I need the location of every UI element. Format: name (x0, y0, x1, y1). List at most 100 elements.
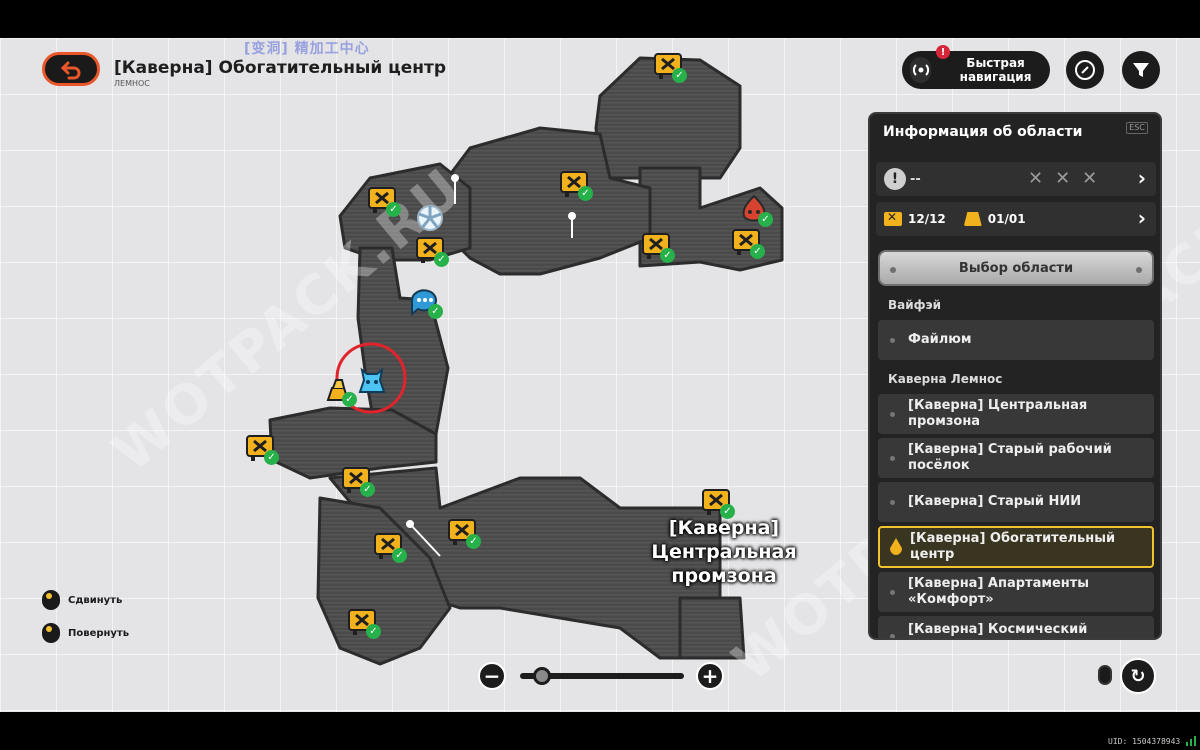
map-region-label[interactable]: [Каверна] Центральная промзона (651, 517, 797, 587)
alert-row[interactable]: ! -- ✕✕✕ › (876, 162, 1156, 196)
map-marker-chest[interactable]: ✓ (244, 432, 279, 465)
check-icon: ✓ (342, 392, 357, 407)
zoom-slider-track[interactable] (520, 673, 684, 679)
region-item-label: Файлюм (908, 332, 972, 347)
quick-nav-alert-badge: ! (936, 45, 950, 59)
check-icon: ✓ (392, 548, 407, 563)
signal-icon (1186, 736, 1196, 746)
compass-button[interactable] (1066, 51, 1104, 89)
map-marker-chest[interactable]: ✓ (730, 226, 765, 259)
letterbox-bottom (0, 712, 1200, 750)
map-marker-chest[interactable]: ✓ (340, 464, 375, 497)
region-item-central-industrial[interactable]: [Каверна] Центральная промзона (878, 394, 1154, 434)
check-icon: ✓ (660, 248, 675, 263)
player-creature-icon (358, 367, 386, 393)
back-button[interactable] (42, 52, 100, 86)
check-icon: ✓ (466, 534, 481, 549)
fan-teleport-icon (417, 205, 443, 231)
map-marker-chest[interactable]: ✓ (558, 168, 593, 201)
alert-value: -- (910, 171, 921, 187)
region-item-label: [Каверна] Старый НИИ (908, 494, 1082, 509)
group-label-vayfey: Вайфэй (888, 298, 942, 312)
region-item-label: [Каверна] Старый рабочий посёлок (908, 442, 1112, 473)
panel-close-button[interactable]: ESC (1126, 122, 1148, 134)
zoom-in-button[interactable]: + (696, 662, 724, 690)
map-marker-chest[interactable]: ✓ (366, 184, 401, 217)
reset-camera-button[interactable]: ↻ (1120, 658, 1156, 694)
compass-icon (1075, 60, 1095, 80)
map-marker-teleport[interactable] (414, 202, 446, 234)
region-item-label: [Каверна] Космический (908, 622, 1088, 637)
letterbox-top (0, 0, 1200, 38)
mouse-icon (1098, 665, 1112, 685)
check-icon: ✓ (360, 482, 375, 497)
map-marker-chest[interactable]: ✓ (346, 606, 381, 639)
gold-count: 01/01 (987, 212, 1026, 226)
move-hint-label: Сдвинуть (68, 594, 123, 606)
region-select-button[interactable]: Выбор области (878, 250, 1154, 286)
map-marker-chest[interactable]: ✓ (652, 50, 687, 83)
area-subtitle: ЛЕМНОС (114, 79, 150, 88)
gold-ingot-icon (963, 212, 982, 226)
quick-navigation-button[interactable]: ! Быстрая навигация (902, 45, 1050, 89)
map-marker-chest[interactable]: ✓ (700, 486, 735, 519)
map-caption: [变洞] 精加工中心 (244, 41, 370, 57)
filter-button[interactable] (1122, 51, 1160, 89)
region-item-label: [Каверна] Апартаменты «Комфорт» (908, 576, 1090, 607)
check-icon: ✓ (672, 68, 687, 83)
panel-title: Информация об области (883, 124, 1083, 140)
check-icon: ✓ (434, 252, 449, 267)
collectibles-row[interactable]: 12/12 01/01 › (876, 202, 1156, 236)
group-label-lemnos: Каверна Лемнос (888, 372, 1003, 386)
mouse-rotate-icon (42, 623, 60, 643)
chest-count: 12/12 (908, 212, 946, 226)
map-marker-gold[interactable]: ✓ (322, 374, 357, 407)
map-marker-player[interactable] (356, 364, 388, 396)
map-marker-chest[interactable]: ✓ (446, 516, 481, 549)
region-item-cosmic[interactable]: [Каверна] Космический (878, 616, 1154, 638)
area-title: [Каверна] Обогатительный центр (114, 58, 447, 78)
map-marker-chest[interactable]: ✓ (414, 234, 449, 267)
region-item-old-workers-village[interactable]: [Каверна] Старый рабочий посёлок (878, 438, 1154, 478)
region-item-comfort-apartments[interactable]: [Каверна] Апартаменты «Комфорт» (878, 572, 1154, 612)
check-icon: ✓ (750, 244, 765, 259)
back-arrow-icon (60, 61, 81, 80)
region-item-enrichment-center[interactable]: [Каверна] Обогатительный центр (878, 526, 1154, 568)
check-icon: ✓ (578, 186, 593, 201)
alert-icon: ! (884, 168, 906, 190)
filter-funnel-icon (1133, 63, 1149, 77)
current-location-drop-icon (890, 538, 902, 555)
check-icon: ✓ (386, 202, 401, 217)
check-icon: ✓ (720, 504, 735, 519)
region-item-label: [Каверна] Обогатительный центр (910, 531, 1116, 562)
alert-x-marks: ✕✕✕ (1028, 168, 1110, 189)
player-uid: UID: 1504378943 (1108, 737, 1181, 746)
check-icon: ✓ (758, 212, 773, 227)
zoom-out-button[interactable]: − (478, 662, 506, 690)
check-icon: ✓ (366, 624, 381, 639)
move-hint: Сдвинуть (42, 590, 122, 610)
quick-nav-label: Быстрая навигация (959, 56, 1032, 84)
region-item-failum[interactable]: Файлюм (878, 320, 1154, 360)
zoom-slider-thumb[interactable] (533, 667, 551, 685)
map-geometry (268, 56, 784, 666)
rotate-hint: Повернуть (42, 623, 129, 643)
chevron-right-icon: › (1137, 206, 1146, 230)
player-highlight-ring (335, 342, 407, 414)
rotate-hint-label: Повернуть (68, 627, 130, 639)
map-marker-npc[interactable]: ✓ (408, 286, 443, 319)
check-icon: ✓ (428, 304, 443, 319)
map-marker-chest[interactable]: ✓ (372, 530, 407, 563)
region-item-old-research-institute[interactable]: [Каверна] Старый НИИ (878, 482, 1154, 522)
reset-camera-icon: ↻ (1130, 665, 1146, 687)
map-marker-boss[interactable]: ✓ (738, 194, 773, 227)
chest-icon (884, 210, 902, 226)
check-icon: ✓ (264, 450, 279, 465)
chevron-right-icon: › (1137, 166, 1146, 190)
area-info-panel: Информация об области ESC ! -- ✕✕✕ › 12/… (868, 112, 1162, 640)
map-marker-chest[interactable]: ✓ (640, 230, 675, 263)
broadcast-icon (910, 57, 932, 83)
region-item-label: [Каверна] Центральная промзона (908, 398, 1088, 429)
gold-ingot-icon (326, 379, 350, 401)
mouse-drag-icon (42, 590, 60, 610)
